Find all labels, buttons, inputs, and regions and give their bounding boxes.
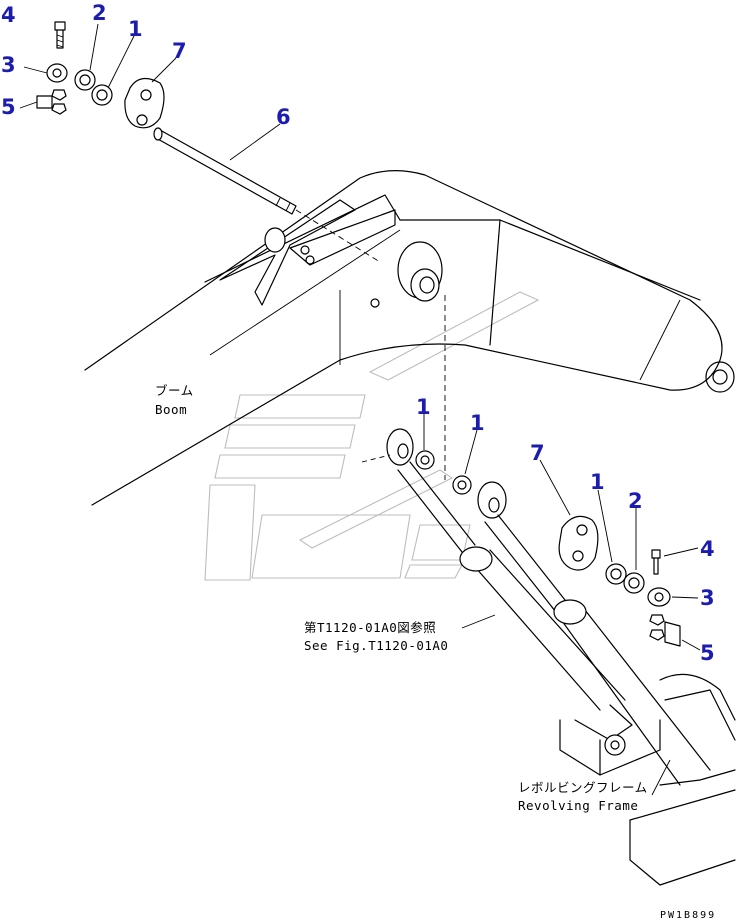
callout-4-right: 4 <box>700 537 715 561</box>
drawing-code: PW1B899 <box>660 910 716 921</box>
see-fig-label-en: See Fig.T1120-01A0 <box>304 638 448 653</box>
callout-4-top: 4 <box>1 3 16 27</box>
callout-1-right: 1 <box>590 470 605 494</box>
callout-6: 6 <box>276 105 291 129</box>
callout-7-top: 7 <box>172 39 187 63</box>
right-hardware <box>558 515 681 647</box>
top-left-hardware <box>36 21 165 129</box>
leader-lines <box>19 23 701 796</box>
boom-cylinders <box>361 295 711 786</box>
callout-1-mid-b: 1 <box>470 411 485 435</box>
boom <box>84 170 735 506</box>
callout-7-mid: 7 <box>530 441 545 465</box>
captions: ブーム Boom 第T1120-01A0図参照 See Fig.T1120-01… <box>155 383 716 921</box>
watermark-logo <box>204 291 540 581</box>
callout-5-top: 5 <box>1 95 16 119</box>
revolving-frame <box>559 673 736 886</box>
callout-2-top: 2 <box>92 1 107 25</box>
callout-1-mid-a: 1 <box>416 395 431 419</box>
boom-label-en: Boom <box>155 402 187 417</box>
boom-label-jp: ブーム <box>155 383 194 398</box>
callout-numbers: 4 2 1 3 7 5 6 1 1 7 1 2 4 3 5 <box>1 1 715 665</box>
see-fig-label-jp: 第T1120-01A0図参照 <box>304 620 436 635</box>
callout-3-right: 3 <box>700 586 715 610</box>
frame-label-en: Revolving Frame <box>518 798 638 813</box>
callout-3-top: 3 <box>1 53 16 77</box>
frame-label-jp: レボルビングフレーム <box>518 780 648 795</box>
callout-1-top: 1 <box>128 17 143 41</box>
callout-2-right: 2 <box>628 489 643 513</box>
pin-6 <box>153 127 381 263</box>
callout-5-right: 5 <box>700 641 715 665</box>
